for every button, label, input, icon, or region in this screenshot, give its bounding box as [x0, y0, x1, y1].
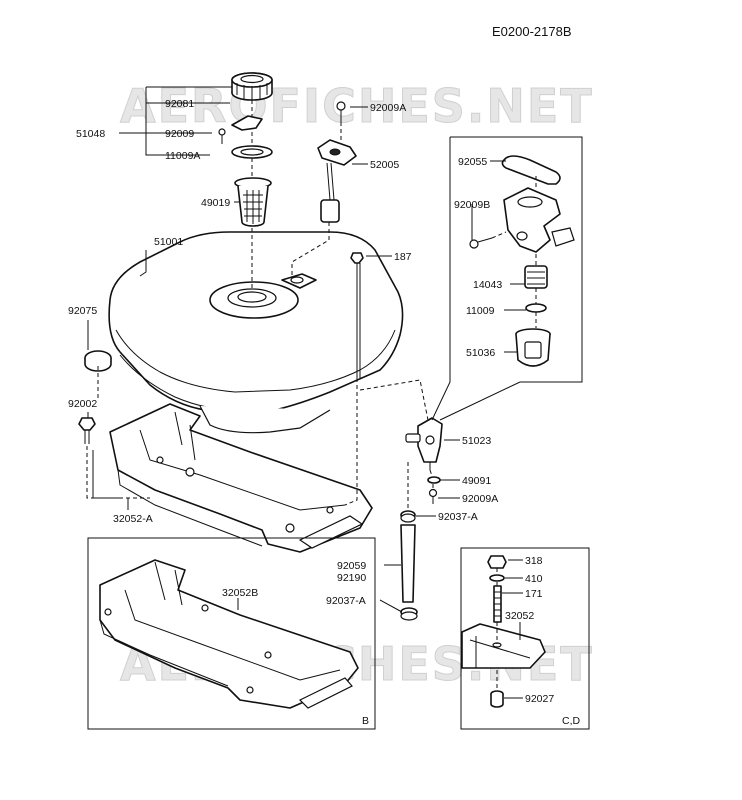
tank-plug-92075	[84, 350, 112, 372]
label-32052B: 32052B	[222, 587, 258, 599]
clamp-92037A-upper	[400, 510, 416, 523]
leader-lines	[86, 86, 537, 699]
fuel-tank	[108, 231, 404, 434]
filter-cup-51036	[515, 328, 551, 367]
label-92055: 92055	[458, 156, 487, 168]
filter-inset-frame	[450, 136, 583, 383]
label-187: 187	[394, 251, 412, 263]
gauge-screw	[336, 101, 346, 122]
strap-screw	[218, 128, 226, 141]
watermark-top: AEROFICHES.NET	[120, 79, 594, 133]
inset-cd-label: C,D	[562, 715, 581, 727]
label-92002: 92002	[68, 398, 97, 410]
label-92059: 92059	[337, 560, 366, 572]
label-11009: 11009	[466, 305, 495, 317]
tank-bracket-32052A	[109, 403, 373, 553]
label-32052A: 32052-A	[113, 513, 153, 525]
o-ring-11009	[525, 303, 547, 313]
cap-strap-bracket	[231, 115, 263, 131]
bolt-92002	[78, 417, 96, 444]
inset-b-label: B	[362, 715, 369, 727]
washer-410	[489, 574, 505, 582]
clamp-92037A-lower	[400, 607, 418, 621]
gasket-92055	[501, 155, 561, 185]
screw-92009B	[469, 237, 493, 249]
label-318: 318	[525, 555, 543, 567]
fuel-cock-51023	[405, 417, 443, 470]
label-92009A-bottom: 92009A	[462, 493, 498, 505]
filter-body	[503, 187, 575, 253]
label-49019: 49019	[201, 197, 230, 209]
stud-171	[493, 585, 502, 623]
tank-bracket-32052B	[99, 559, 359, 709]
inset-b-frame	[87, 537, 376, 730]
bracket-32052-detail	[461, 623, 546, 669]
label-92009A-top: 92009A	[370, 102, 406, 114]
label-92037A-upper: 92037-A	[438, 511, 478, 523]
label-14043: 14043	[473, 279, 502, 291]
label-410: 410	[525, 573, 543, 585]
fuel-pipe-92059	[400, 524, 416, 603]
label-92037A-lower: 92037-A	[326, 595, 366, 607]
label-92075: 92075	[68, 305, 97, 317]
fuel-strainer	[234, 177, 272, 227]
fuel-gauge	[317, 139, 357, 223]
label-51001: 51001	[154, 236, 183, 248]
label-11009A: 11009A	[165, 150, 200, 162]
label-51023: 51023	[462, 435, 491, 447]
document-code: E0200-2178B	[492, 24, 572, 39]
label-92190: 92190	[337, 572, 366, 584]
label-51048: 51048	[76, 128, 105, 140]
label-92081: 92081	[165, 98, 194, 110]
label-92009B: 92009B	[454, 199, 490, 211]
inset-cd-frame	[460, 547, 590, 730]
label-51036: 51036	[466, 347, 495, 359]
label-52005: 52005	[370, 159, 399, 171]
label-32052: 32052	[505, 610, 534, 622]
cap-gasket	[231, 145, 273, 159]
washer-49091	[427, 476, 441, 484]
bolt-187	[350, 252, 364, 378]
screw-92009A-bottom	[428, 488, 438, 504]
filter-element-14043	[524, 265, 548, 289]
label-92027: 92027	[525, 693, 554, 705]
label-92009: 92009	[165, 128, 194, 140]
fuel-cap	[231, 72, 273, 101]
spacer-92027	[490, 690, 504, 708]
label-49091: 49091	[462, 475, 491, 487]
nut-318	[487, 555, 507, 569]
label-171: 171	[525, 588, 543, 600]
